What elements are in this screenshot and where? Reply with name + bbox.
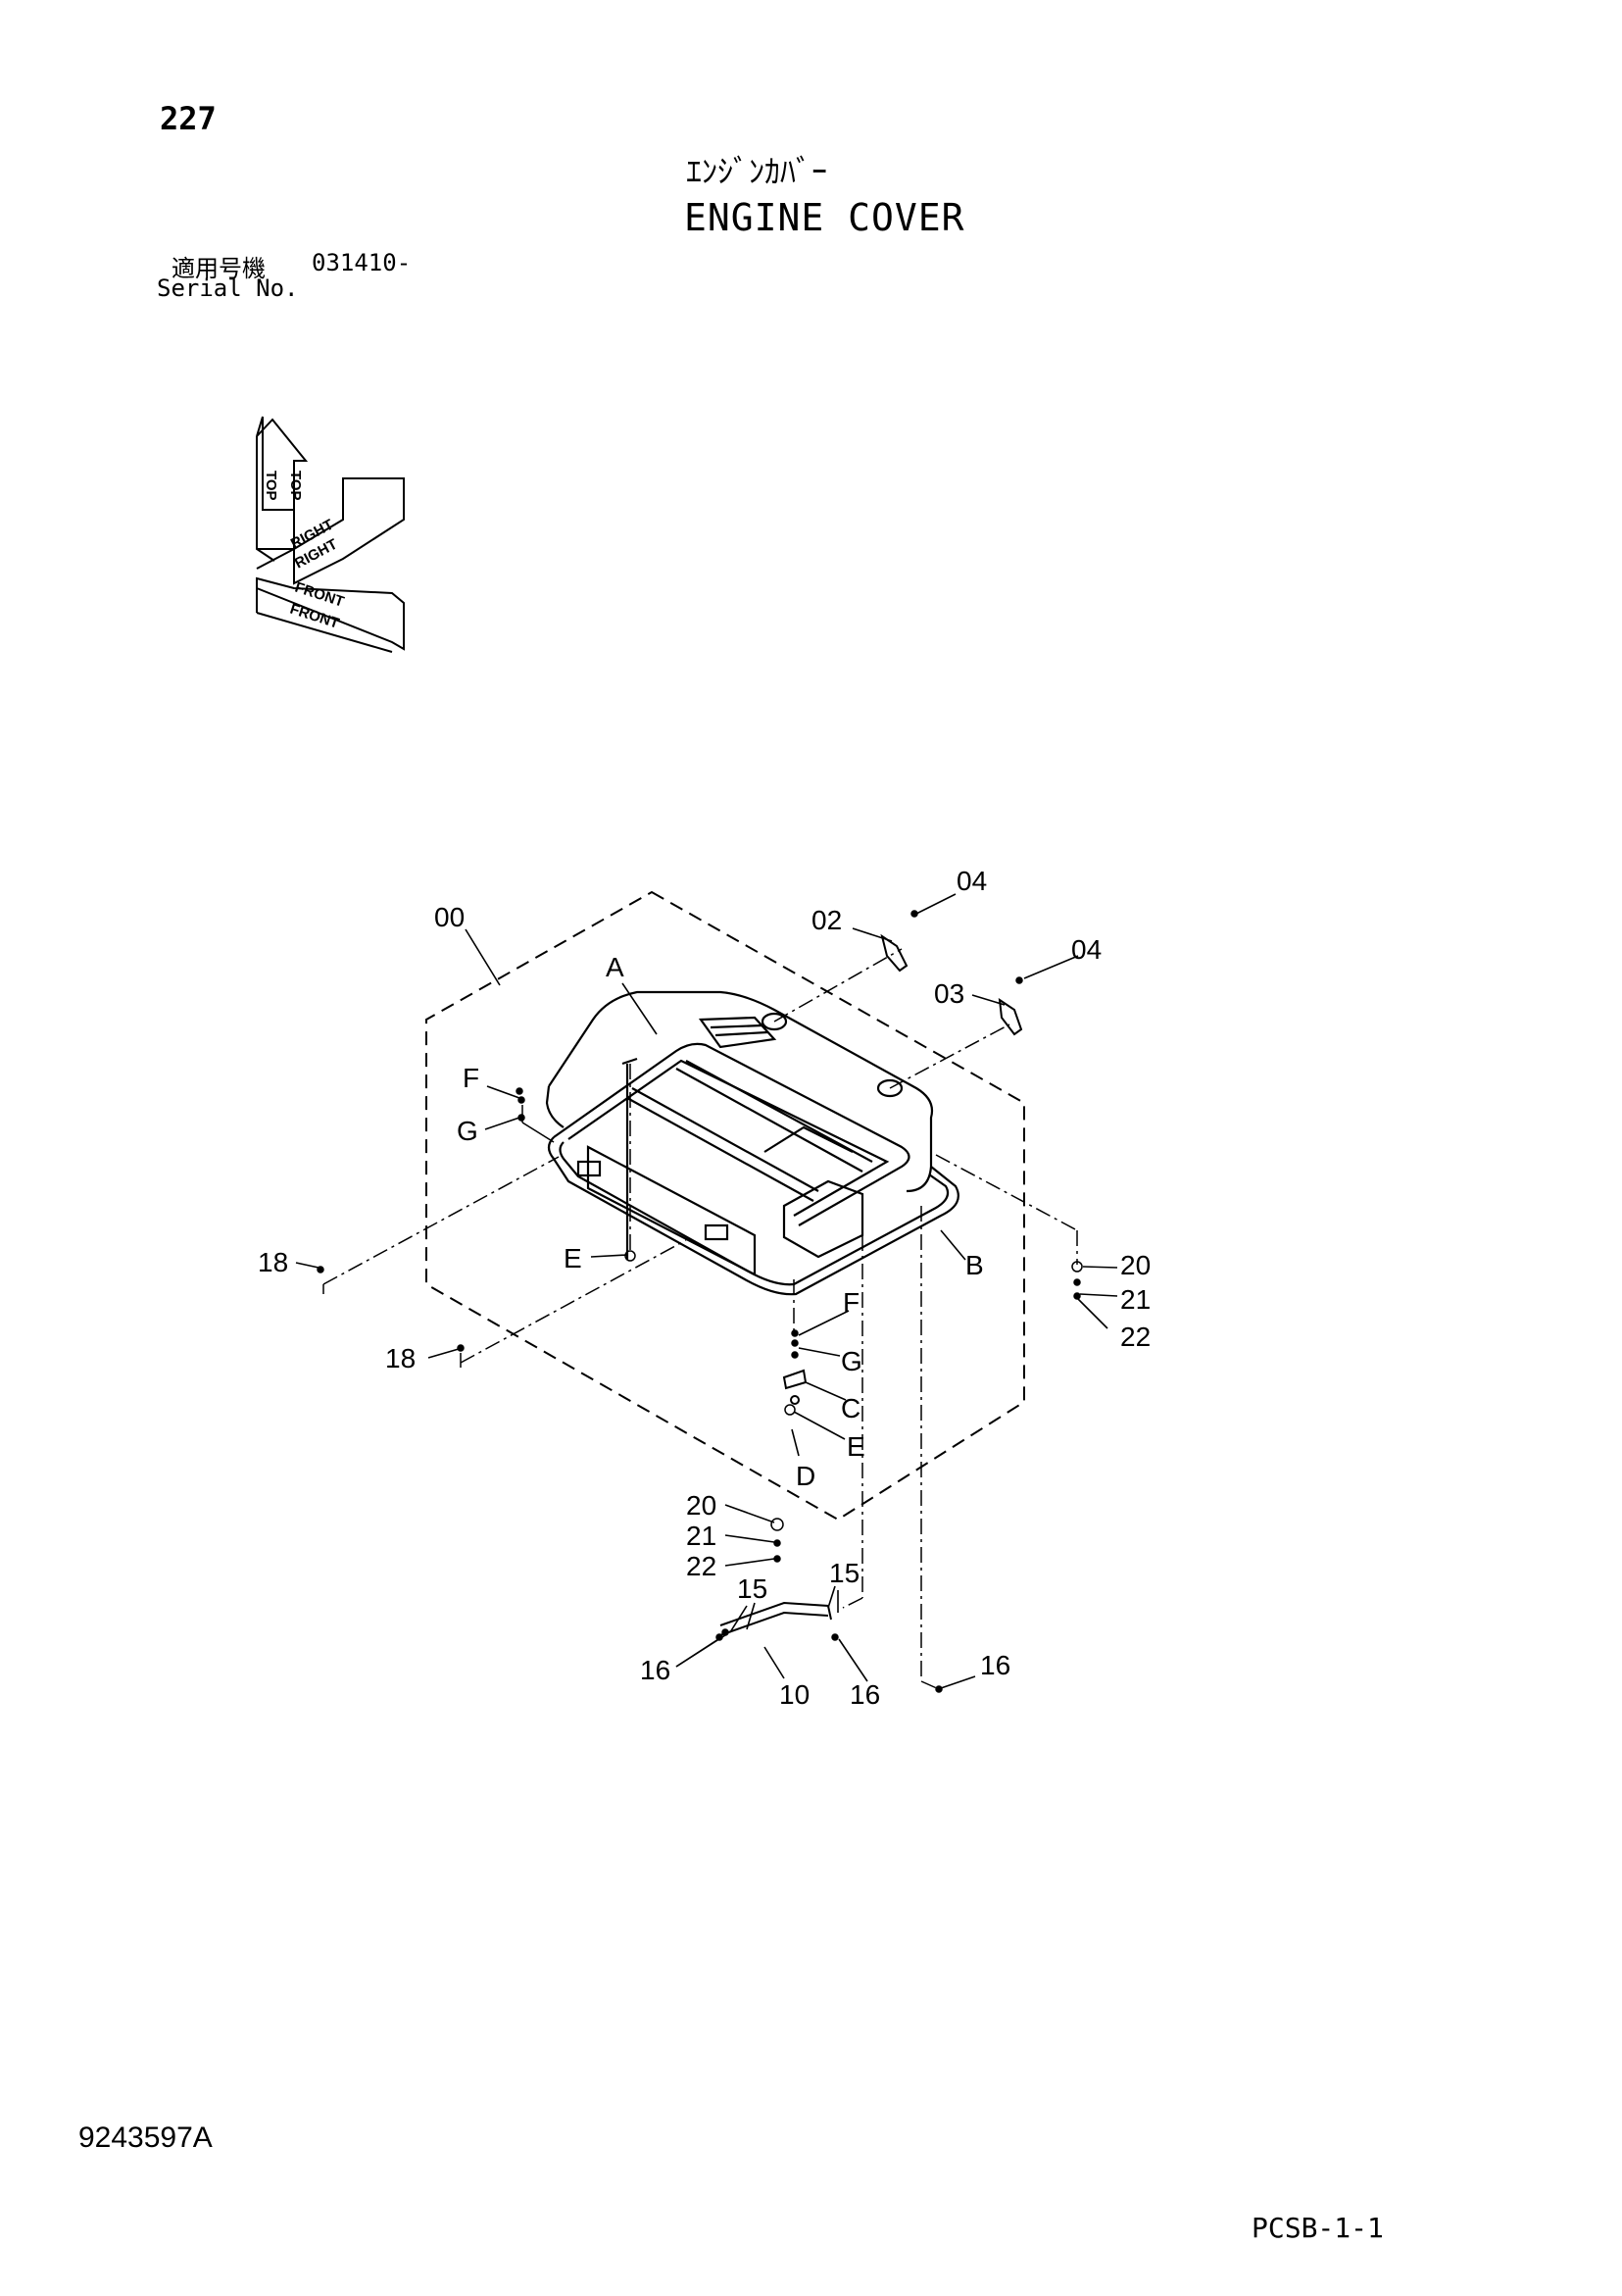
serial-label: Serial No. [157, 275, 299, 302]
callout-20-right: 20 [1120, 1250, 1151, 1280]
orient-top-label: TOP [263, 471, 279, 501]
callout-B: B [965, 1250, 984, 1280]
serial-value: 031410- [312, 249, 412, 276]
document-id: 9243597A [78, 2121, 213, 2154]
callout-16-right: 16 [980, 1650, 1010, 1680]
callout-22-right: 22 [1120, 1322, 1151, 1352]
callout-04-right: 04 [1071, 934, 1102, 965]
callout-16-middle: 16 [850, 1679, 880, 1710]
serial-label-japanese: 適用号機 [172, 255, 266, 282]
callout-16-left: 16 [640, 1655, 670, 1685]
leader-lines [295, 893, 1118, 1689]
callout-A: A [606, 952, 624, 982]
callout-18-bottom: 18 [385, 1343, 416, 1373]
callout-G-left: G [457, 1116, 478, 1146]
center-lines [322, 948, 1078, 1690]
top-arrow-icon [256, 416, 309, 511]
page-title: ENGINE COVER [684, 196, 965, 239]
callout-21-bottom: 21 [686, 1521, 716, 1551]
engine-cover-drawing [545, 990, 959, 1296]
bracket-parts [719, 1369, 832, 1636]
orientation-indicator [256, 416, 405, 653]
callout-15-right: 15 [829, 1558, 860, 1588]
callout-E-right: E [847, 1431, 865, 1462]
callout-F-right: F [843, 1287, 860, 1318]
callout-18-left: 18 [258, 1247, 288, 1277]
callout-F-left: F [463, 1063, 479, 1093]
assembly-boundary [425, 890, 1025, 1522]
orient-top-label-2: TOP [287, 471, 304, 501]
callout-20-bottom: 20 [686, 1490, 716, 1521]
hinge-parts [880, 933, 1023, 1036]
callout-22-bottom: 22 [686, 1551, 716, 1581]
callout-04-top: 04 [957, 866, 987, 896]
callout-10: 10 [779, 1679, 810, 1710]
callout-G-right: G [841, 1346, 862, 1376]
title-japanese: ｴﾝｼﾞﾝｶﾊﾞｰ [686, 153, 828, 190]
callout-02: 02 [811, 905, 842, 935]
callout-D: D [796, 1461, 815, 1491]
callout-21-right: 21 [1120, 1284, 1151, 1315]
callout-E-left: E [564, 1243, 582, 1273]
fasteners [317, 910, 1083, 1693]
front-arrow-icon [256, 576, 405, 651]
page-number: 227 [160, 100, 217, 137]
callout-15-left: 15 [737, 1573, 767, 1604]
sheet-code: PCSB-1-1 [1252, 2212, 1384, 2244]
callout-C: C [841, 1393, 860, 1423]
callout-00: 00 [434, 902, 465, 932]
callout-03: 03 [934, 978, 964, 1009]
